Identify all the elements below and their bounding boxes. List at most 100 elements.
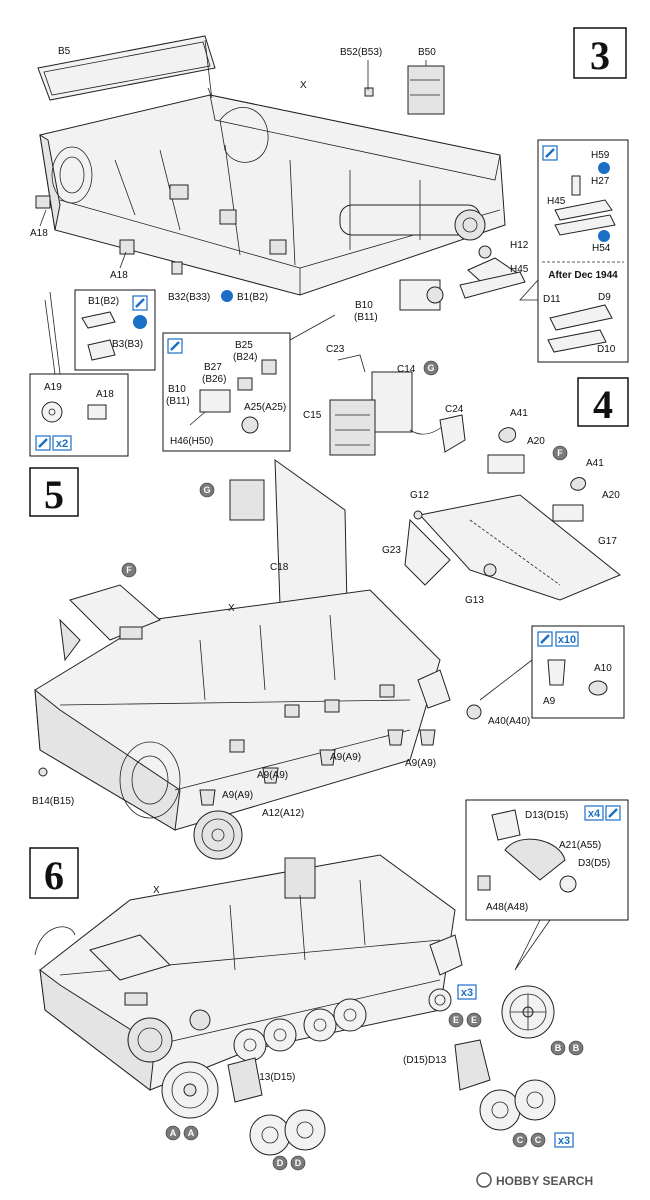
callout-a19-a18: A19 A18 x2	[29, 291, 129, 457]
idler-wheel-b	[501, 985, 555, 1039]
step-4-box	[577, 377, 629, 427]
label-c15: C15	[303, 410, 322, 421]
label-a18-a: A18	[30, 228, 48, 239]
hull-step3	[35, 65, 526, 311]
wheel-e-pair	[428, 988, 452, 1012]
label-h45-callout: H45	[547, 196, 566, 207]
label-a20-b: A20	[602, 490, 620, 501]
label-d13: D13(D15)	[252, 1072, 295, 1083]
hobby-search-watermark: HOBBY SEARCH	[476, 1172, 593, 1188]
svg-text:A: A	[170, 1128, 177, 1138]
label-d10: D10	[597, 344, 616, 355]
svg-text:G: G	[427, 363, 434, 373]
label-b14: B14(B15)	[32, 796, 74, 807]
parts-tree-marker-d	[272, 1155, 288, 1171]
label-after-dec-1944: After Dec 1944	[548, 270, 618, 281]
step-4-number: 4	[593, 382, 613, 427]
label-g17: G17	[598, 536, 617, 547]
label-c18: C18	[270, 562, 289, 573]
parts-tree-marker-a-2	[183, 1125, 199, 1141]
svg-text:B: B	[555, 1043, 562, 1053]
hull-step5	[34, 584, 482, 860]
label-b24: (B24)	[233, 352, 257, 363]
parts-tree-marker-d-2	[290, 1155, 306, 1171]
parts-tree-marker-f-step5	[121, 562, 137, 578]
parts-tree-marker-b-2	[568, 1040, 584, 1056]
watermark-text: HOBBY SEARCH	[496, 1174, 593, 1188]
label-a21: A21(A55)	[559, 840, 601, 851]
label-d9: D9	[598, 292, 611, 303]
label-h27: H27	[591, 176, 610, 187]
step-3-number: 3	[590, 33, 610, 78]
label-a9-d: A9(A9)	[222, 790, 253, 801]
label-h12: H12	[510, 240, 529, 251]
radio-box-installed	[229, 479, 265, 521]
label-b25: B25	[235, 340, 253, 351]
label-a41-b: A41	[586, 458, 604, 469]
svg-text:E: E	[453, 1015, 459, 1025]
bogie-right	[454, 1039, 556, 1131]
engine-deck-assembly	[404, 427, 621, 601]
label-a40: A40(A40)	[488, 716, 530, 727]
callout-b1-b3: B1(B2) B3(B3)	[74, 289, 156, 371]
parts-tree-marker-g-step5	[199, 482, 215, 498]
label-x2: x2	[56, 438, 68, 450]
label-x3-a: x3	[461, 987, 473, 999]
parts-tree-marker-a	[165, 1125, 181, 1141]
label-a10: A10	[594, 663, 612, 674]
label-h54: H54	[592, 243, 611, 254]
label-a20-a: A20	[527, 436, 545, 447]
label-g23: G23	[382, 545, 401, 556]
label-a9-c: A9(A9)	[257, 770, 288, 781]
label-d11: D11	[543, 294, 561, 305]
label-b3-sub: B3(B3)	[112, 339, 143, 350]
label-d13-top: D13(D15)	[525, 810, 568, 821]
svg-text:D: D	[295, 1158, 302, 1168]
label-b1-b2: B1(B2)	[237, 292, 268, 303]
svg-text:G: G	[203, 485, 210, 495]
label-g13: G13	[465, 595, 484, 606]
label-b26: (B26)	[202, 374, 226, 385]
parts-tree-marker-c	[512, 1132, 528, 1148]
bogie-left	[227, 1057, 326, 1156]
label-d3: D3(D5)	[578, 858, 610, 869]
label-h59: H59	[591, 150, 610, 161]
label-b52: B52(B53)	[340, 47, 382, 58]
label-b11: (B11)	[166, 396, 190, 407]
label-h45: H45	[510, 264, 529, 275]
label-b5: B5	[58, 46, 71, 57]
step-6-number: 6	[44, 853, 64, 898]
step-3-box	[573, 27, 627, 79]
label-x-step5: X	[228, 603, 235, 614]
label-a12: A12(A12)	[262, 808, 304, 819]
parts-tree-marker-e	[448, 1012, 464, 1028]
svg-text:C: C	[517, 1135, 524, 1145]
label-x3-b: x3	[558, 1135, 570, 1147]
label-a19: A19	[44, 382, 62, 393]
callout-suspension-arm: D13(D15) x4 A21(A55) D3(D5) A48(A48)	[465, 799, 629, 971]
radio-box-assembly	[329, 354, 466, 456]
callout-after-dec-1944: H59 H27 H45 H54 After Dec 1944 D11 D9 D1…	[519, 139, 629, 363]
parts-tree-marker-c-2	[530, 1132, 546, 1148]
label-a48: A48(A48)	[486, 902, 528, 913]
svg-text:A: A	[188, 1128, 195, 1138]
step-6-box	[29, 847, 79, 899]
label-b50: B50	[418, 47, 436, 58]
label-c24: C24	[445, 404, 464, 415]
step-5-number: 5	[44, 472, 64, 517]
parts-tree-marker-f-step4	[552, 445, 568, 461]
label-a18-sub: A18	[96, 389, 114, 400]
parts-tree-marker-b	[550, 1040, 566, 1056]
callout-a9-a10: x10 A10 A9	[479, 625, 625, 719]
parts-tree-marker-e-2	[466, 1012, 482, 1028]
hull-step6	[34, 854, 463, 1091]
part-b5-plate	[37, 35, 216, 101]
sub-assembly-icon	[221, 290, 233, 302]
svg-text:F: F	[126, 565, 132, 575]
label-a9: A9	[543, 696, 556, 707]
label-a25: A25(A25)	[244, 402, 286, 413]
svg-text:C: C	[535, 1135, 542, 1145]
label-a9-b: A9(A9)	[405, 758, 436, 769]
callout-b10-assembly: B25 (B24) B27 (B26) B10 (B11) A25(A25) H…	[162, 314, 336, 452]
